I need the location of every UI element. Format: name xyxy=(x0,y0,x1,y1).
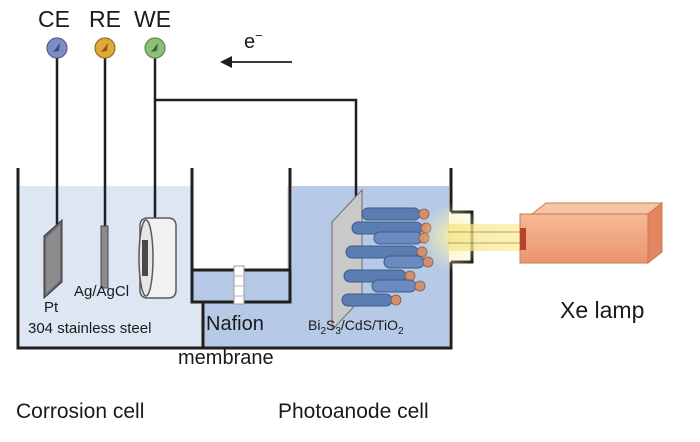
re-label: RE xyxy=(89,6,121,32)
photoanode-cell-label: Photoanode cell xyxy=(278,400,429,423)
electron-label: e− xyxy=(244,28,263,53)
xe-lamp-label: Xe lamp xyxy=(560,297,644,323)
material-s: S xyxy=(326,317,335,333)
external-circuit xyxy=(55,58,358,238)
corrosion-cell-label: Corrosion cell xyxy=(16,400,144,423)
we-label: WE xyxy=(134,6,171,32)
material-bi: Bi xyxy=(308,317,320,333)
electron-symbol: e xyxy=(244,31,255,53)
ce-knob xyxy=(46,37,68,59)
electron-charge: − xyxy=(255,28,263,43)
membrane-label: membrane xyxy=(178,347,274,369)
electron-flow-arrow xyxy=(220,56,292,68)
nafion-membrane xyxy=(233,265,245,305)
light-rays xyxy=(448,231,520,244)
pt-label: Pt xyxy=(44,299,59,316)
material-sub-2b: 2 xyxy=(398,326,404,337)
nanorods xyxy=(341,207,434,307)
photoanode-material-label: Bi2S3/CdS/TiO2 xyxy=(308,317,404,337)
steel-electrode xyxy=(138,217,177,299)
material-sub-2: 2 xyxy=(320,326,326,337)
re-knob xyxy=(94,37,116,59)
nafion-label: Nafion xyxy=(206,313,264,335)
agagcl-electrode xyxy=(100,225,109,289)
material-sub-3: 3 xyxy=(335,326,341,337)
light-beam xyxy=(448,224,522,251)
xe-lamp-body xyxy=(519,201,664,265)
steel-label: 304 stainless steel xyxy=(28,320,151,337)
photoanode xyxy=(331,188,434,332)
ce-label: CE xyxy=(38,6,70,32)
material-rest: /CdS/TiO xyxy=(341,317,398,333)
pt-electrode xyxy=(43,218,63,300)
we-knob xyxy=(144,37,166,59)
agagcl-label: Ag/AgCl xyxy=(74,283,129,300)
